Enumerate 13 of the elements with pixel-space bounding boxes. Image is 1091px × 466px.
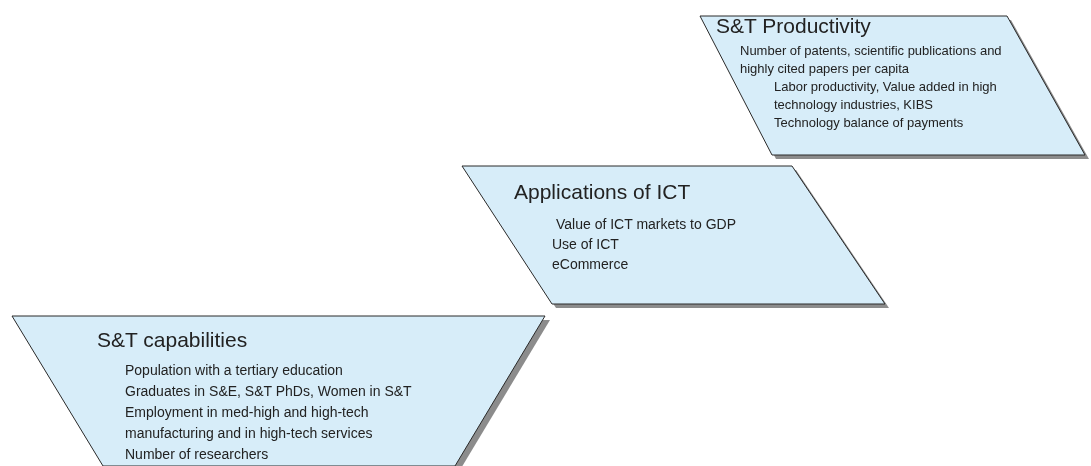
indicator-text: Employment in med-high and high-tech manufacturing and in high-tech services	[125, 403, 374, 443]
indicator-text: Labor productivity, Value added in high technology industries, KIBS	[774, 78, 998, 114]
indicator-text: Number of patents, scientific publications and highly cited papers per capita	[740, 42, 1003, 78]
indicator-text: eCommerce	[552, 255, 629, 274]
indicator-text: Graduates in S&E, S&T PhDs, Women in S&T	[125, 382, 412, 401]
box-heading: S&T Productivity	[716, 14, 871, 38]
indicator-text: Use of ICT	[552, 235, 619, 254]
indicator-text: Number of researchers	[125, 445, 269, 464]
box-heading: S&T capabilities	[97, 328, 248, 352]
indicator-text: Technology balance of payments	[774, 114, 964, 132]
indicator-text: Population with a tertiary education	[125, 361, 343, 380]
indicator-text: Value of ICT markets to GDP	[556, 215, 736, 234]
box-heading: Applications of ICT	[514, 180, 691, 204]
